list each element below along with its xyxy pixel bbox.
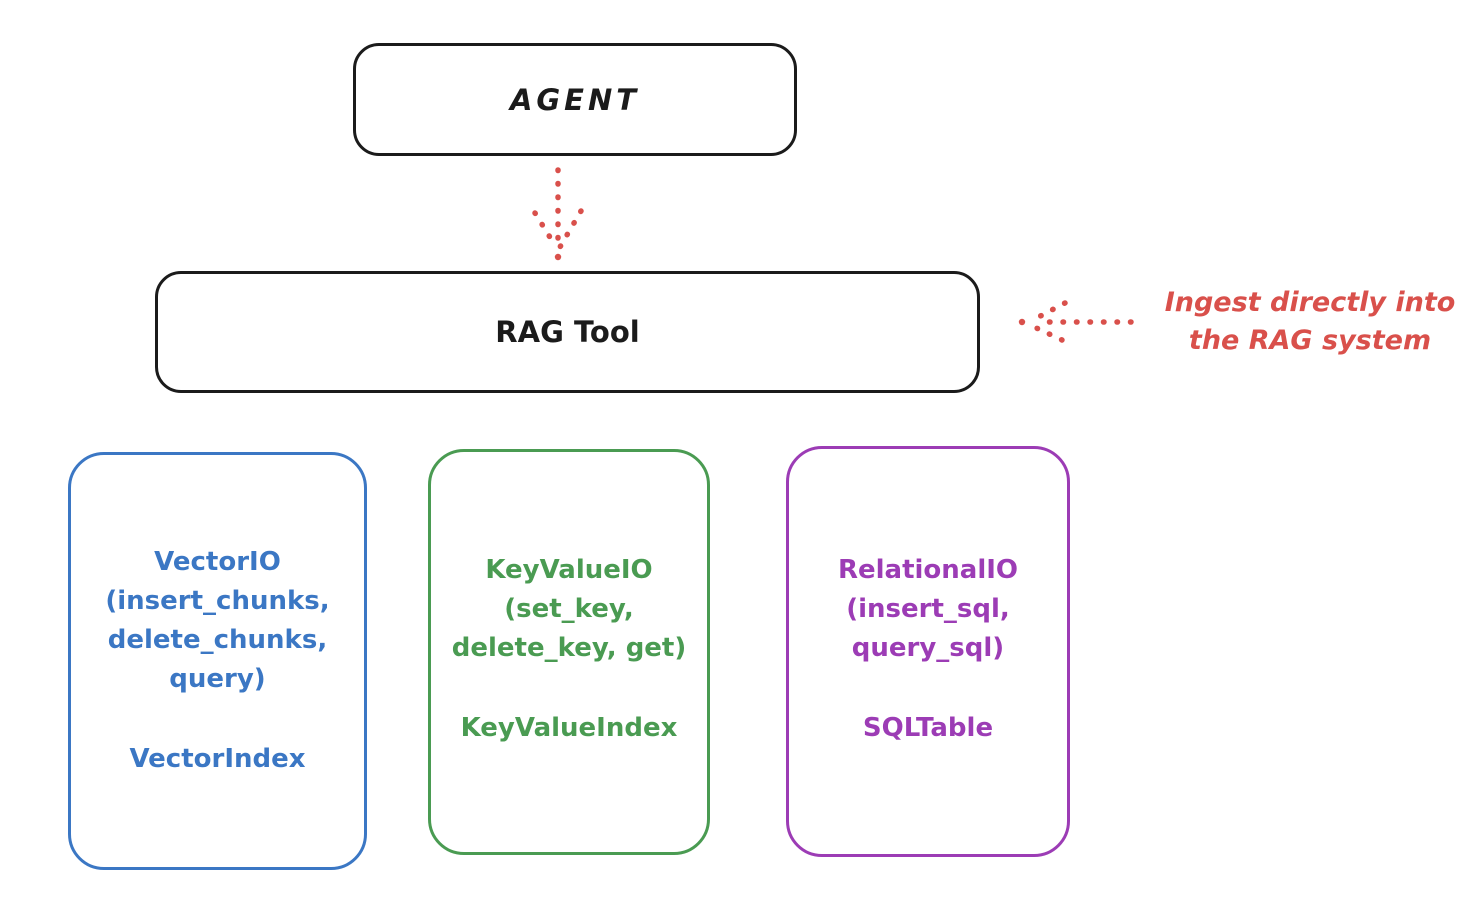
relationalio-methods-line1: (insert_sql, (846, 594, 1010, 624)
vectorio-methods-line3: query) (169, 664, 266, 694)
agent-box: AGENT (353, 43, 797, 156)
rag-tool-label: RAG Tool (495, 315, 640, 349)
ingest-annotation: Ingest directly into the RAG system (1138, 284, 1482, 360)
agent-label: AGENT (509, 82, 641, 117)
agent-to-rag-tool-arrow (532, 167, 584, 261)
ingest-annotation-line1: Ingest directly into (1164, 287, 1456, 318)
keyvalueio-title: KeyValueIO (485, 555, 653, 585)
keyvalueio-methods-line1: (set_key, (504, 594, 634, 624)
keyvalueio-box: KeyValueIO (set_key, delete_key, get) Ke… (428, 449, 710, 855)
annotation-to-rag-tool-arrow (1018, 300, 1134, 343)
vectorio-methods-line1: (insert_chunks, (105, 586, 330, 616)
rag-tool-box: RAG Tool (155, 271, 980, 393)
vectorio-methods-line2: delete_chunks, (107, 625, 328, 655)
relationalio-methods-line2: query_sql) (851, 633, 1005, 663)
vectorio-box: VectorIO (insert_chunks, delete_chunks, … (68, 452, 367, 870)
relationalio-title: RelationalIO (837, 555, 1019, 585)
vectorio-index-label: VectorIndex (129, 744, 306, 774)
relationalio-index-label: SQLTable (862, 713, 994, 743)
keyvalueio-index-label: KeyValueIndex (460, 713, 678, 743)
ingest-annotation-line2: the RAG system (1188, 325, 1432, 356)
keyvalueio-methods-line2: delete_key, get) (451, 633, 687, 663)
vectorio-title: VectorIO (154, 547, 281, 577)
relationalio-box: RelationalIO (insert_sql, query_sql) SQL… (786, 446, 1070, 857)
